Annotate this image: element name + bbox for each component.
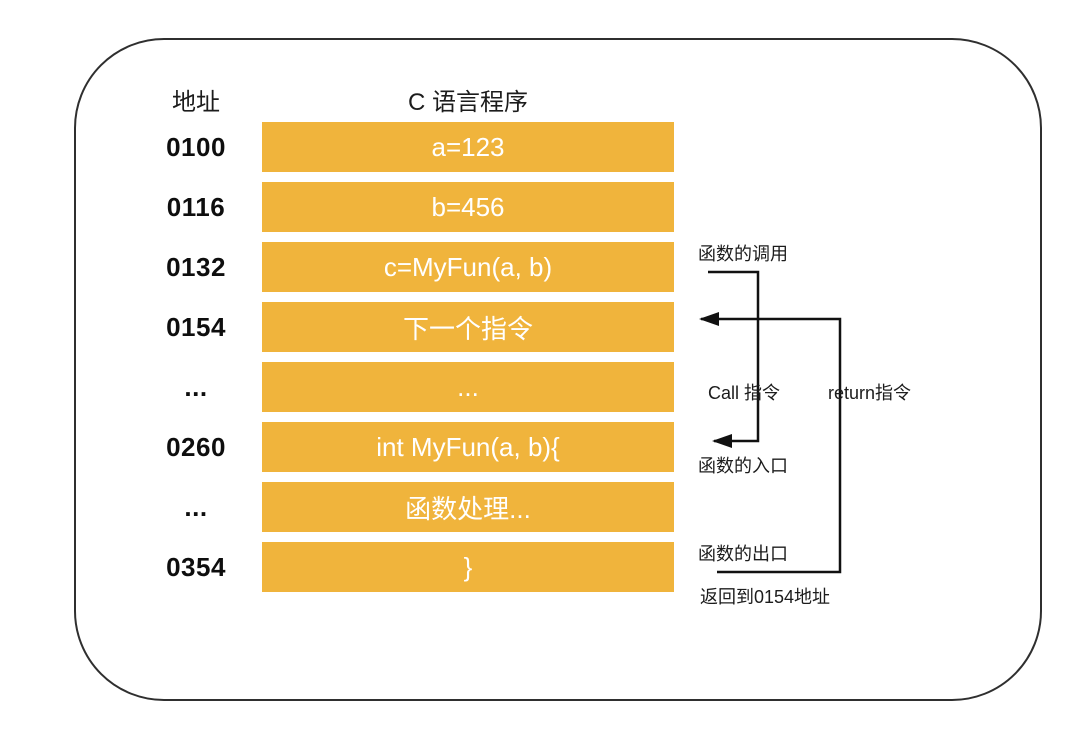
instruction-text: b=456 — [431, 191, 505, 222]
memory-row: 0116 b=456 — [146, 182, 674, 232]
instruction-text: 下一个指令 — [402, 313, 533, 344]
return-to-address-label: 返回到0154地址 — [700, 587, 831, 607]
address-label: ... — [184, 491, 208, 522]
instruction-text: a=123 — [431, 131, 505, 162]
memory-row: ... ... — [146, 362, 674, 412]
call-instruction-label: Call 指令 — [708, 383, 781, 403]
instruction-bar: ... — [262, 362, 674, 412]
instruction-bar: a=123 — [262, 122, 674, 172]
instruction-bar: int MyFun(a, b){ — [262, 422, 674, 472]
instruction-text: int MyFun(a, b){ — [376, 431, 560, 462]
memory-row: 0100 a=123 — [146, 122, 674, 172]
instruction-bar: 函数处理... — [262, 482, 674, 532]
instruction-bar: c=MyFun(a, b) — [262, 242, 674, 292]
instruction-text: ... — [457, 371, 479, 402]
memory-row: 0132 c=MyFun(a, b) — [146, 242, 674, 292]
address-column-header: 地址 — [172, 89, 220, 116]
instruction-bar: 下一个指令 — [262, 302, 674, 352]
memory-row: ... 函数处理... — [146, 482, 674, 532]
address-label: 0100 — [166, 131, 226, 162]
address-label: 0354 — [166, 551, 226, 582]
address-label: 0154 — [166, 311, 226, 342]
address-label: ... — [184, 371, 208, 402]
program-column-header: C 语言程序 — [408, 89, 528, 116]
address-label: 0116 — [166, 191, 226, 222]
return-instruction-label: return指令 — [828, 383, 912, 403]
memory-row: 0354 } — [146, 542, 674, 592]
function-exit-label: 函数的出口 — [698, 544, 788, 564]
instruction-bar: } — [262, 542, 674, 592]
instruction-bar: b=456 — [262, 182, 674, 232]
instruction-text: 函数处理... — [405, 493, 531, 524]
memory-row: 0154 下一个指令 — [146, 302, 674, 352]
address-label: 0132 — [166, 251, 226, 282]
address-label: 0260 — [166, 431, 226, 462]
instruction-text: } — [463, 551, 473, 582]
memory-row: 0260 int MyFun(a, b){ — [146, 422, 674, 472]
instruction-text: c=MyFun(a, b) — [383, 251, 553, 282]
function-entry-label: 函数的入口 — [698, 456, 788, 476]
function-call-label: 函数的调用 — [698, 244, 788, 264]
